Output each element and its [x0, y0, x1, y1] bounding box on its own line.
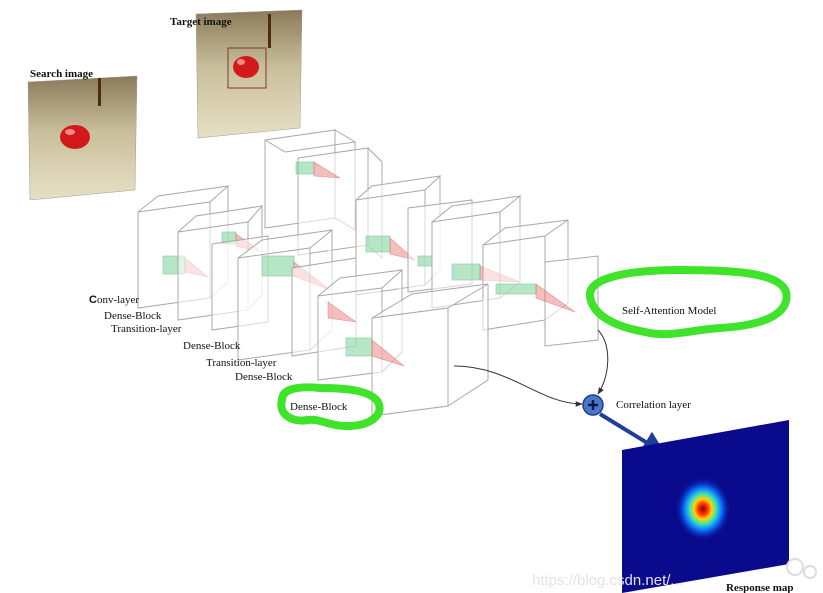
- self-attention-highlight: [586, 266, 791, 339]
- search-to-correlation-arrow: [453, 365, 583, 407]
- target-cone-1: [313, 161, 341, 179]
- label-dense-block-4: Dense-Block: [290, 401, 348, 413]
- search-feature-3: [261, 255, 295, 277]
- search-cone-4: [327, 301, 357, 323]
- attention-to-correlation-arrow: [597, 329, 609, 395]
- label-dense-block-1: Dense-Block: [104, 310, 162, 322]
- target-cone-5: [535, 283, 576, 313]
- label-correlation-layer: Correlation layer: [616, 399, 691, 411]
- label-conv-layer: Conv-layer: [89, 294, 139, 306]
- response-map: [622, 420, 789, 593]
- search-cone-5: [371, 339, 405, 367]
- search-feature-5: [345, 337, 373, 357]
- target-feature-5: [495, 283, 537, 295]
- target-feature-4: [451, 263, 481, 281]
- label-dense-block-2: Dense-Block: [183, 340, 241, 352]
- target-image: [195, 9, 303, 139]
- dense-block-highlight: [277, 383, 384, 431]
- watermark-text: https://blog.csdn.net/...: [532, 572, 683, 589]
- target-image-title: Target image: [170, 16, 232, 28]
- target-feature-1: [295, 161, 315, 175]
- correlation-node: [582, 394, 604, 416]
- search-image-title: Search image: [30, 68, 93, 80]
- label-transition-layer-2: Transition-layer: [206, 357, 277, 369]
- target-feature-3: [417, 255, 433, 267]
- label-dense-block-3: Dense-Block: [235, 371, 293, 383]
- target-feature-2: [365, 235, 391, 253]
- label-self-attention: Self-Attention Model: [622, 305, 716, 317]
- wechat-icon: [786, 558, 817, 579]
- label-transition-layer-1: Transition-layer: [111, 323, 182, 335]
- label-response-map: Response map: [726, 582, 794, 593]
- search-branch: [137, 185, 489, 417]
- search-image: [27, 75, 138, 201]
